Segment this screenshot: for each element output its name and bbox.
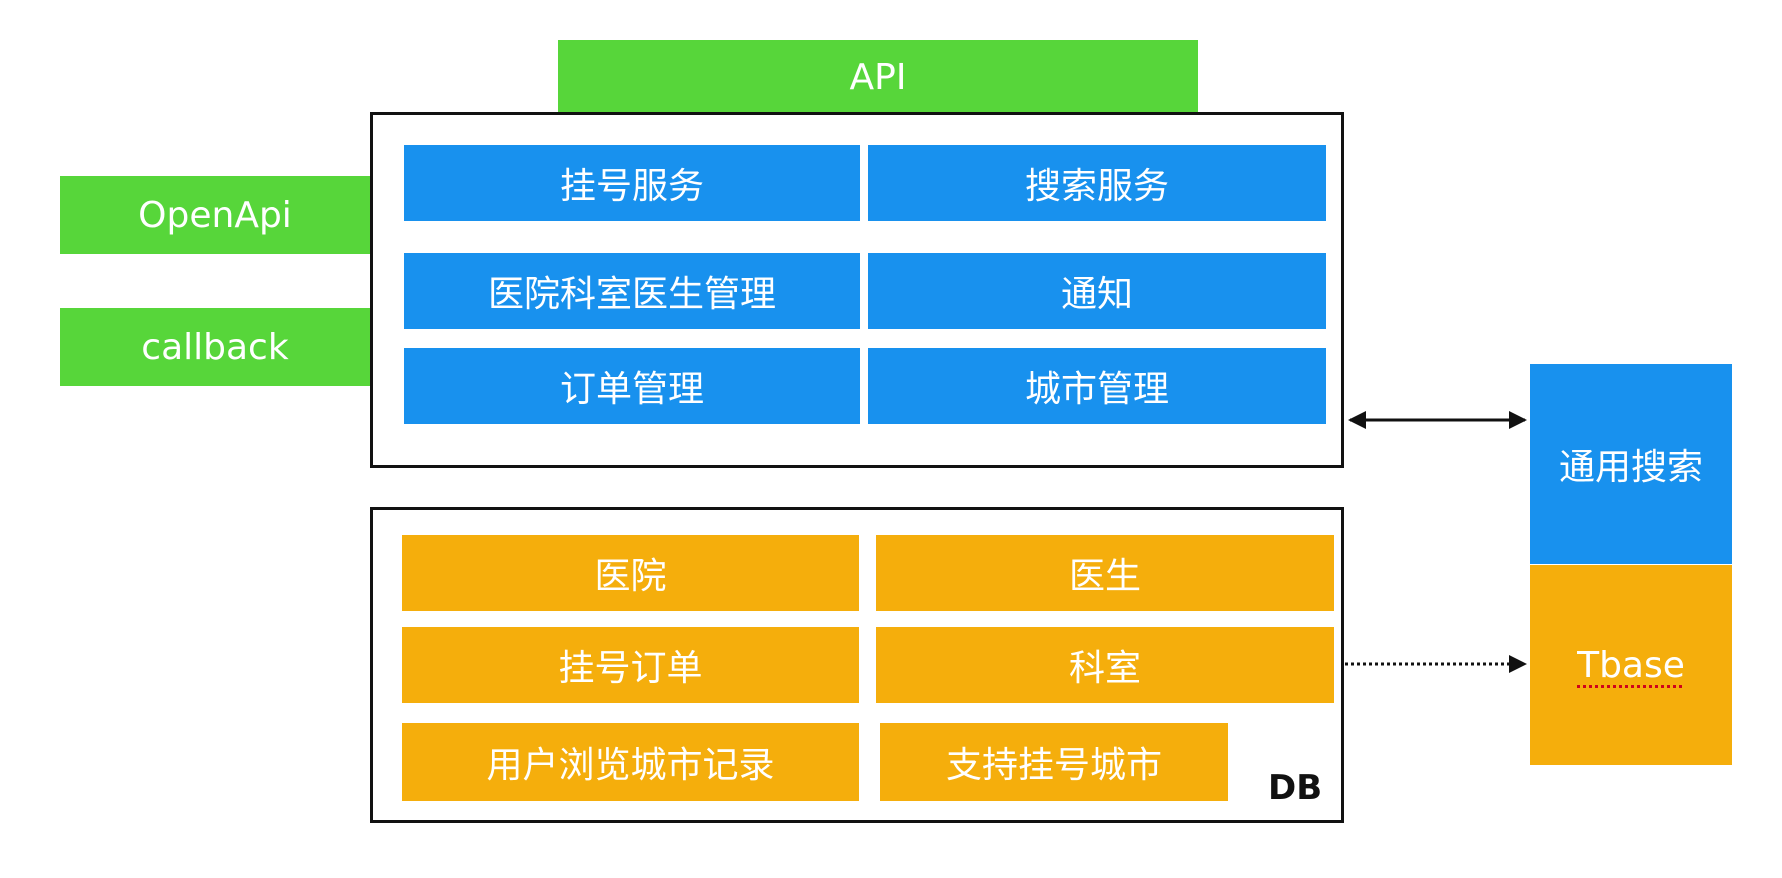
general-search-label: 通用搜索 (1558, 447, 1703, 488)
order-management-label: 订单管理 (559, 369, 704, 410)
browse-city-record-table-label: 用户浏览城市记录 (486, 745, 775, 786)
city-management-box: 城市管理 (868, 348, 1326, 424)
api-label: API (849, 56, 907, 98)
api-banner: API (558, 40, 1198, 114)
notify-label: 通知 (1060, 274, 1133, 315)
callback-box: callback (60, 308, 370, 386)
services-frame (370, 112, 1344, 468)
order-management-box: 订单管理 (404, 348, 860, 424)
registration-order-table-box: 挂号订单 (402, 627, 859, 703)
browse-city-record-table-box: 用户浏览城市记录 (402, 723, 859, 801)
tbase-box: Tbase (1530, 565, 1732, 765)
hospital-table-box: 医院 (402, 535, 859, 611)
callback-label: callback (141, 326, 289, 368)
supported-cities-table-label: 支持挂号城市 (945, 745, 1162, 786)
db-frame (370, 507, 1344, 823)
department-table-label: 科室 (1068, 648, 1141, 689)
doctor-table-box: 医生 (876, 535, 1334, 611)
hospital-table-label: 医院 (594, 556, 667, 597)
doctor-table-label: 医生 (1068, 556, 1141, 597)
registration-service-label: 挂号服务 (559, 166, 704, 207)
search-service-label: 搜索服务 (1024, 166, 1169, 207)
registration-order-table-label: 挂号订单 (558, 648, 703, 689)
search-service-box: 搜索服务 (868, 145, 1326, 221)
hospital-dept-doctor-management-label: 医院科室医生管理 (487, 274, 776, 315)
db-label: DB (1268, 768, 1323, 808)
department-table-box: 科室 (876, 627, 1334, 703)
openapi-label: OpenApi (138, 194, 292, 236)
notify-box: 通知 (868, 253, 1326, 329)
tbase-label: Tbase (1577, 644, 1685, 686)
supported-cities-table-box: 支持挂号城市 (880, 723, 1228, 801)
registration-service-box: 挂号服务 (404, 145, 860, 221)
openapi-box: OpenApi (60, 176, 370, 254)
general-search-box: 通用搜索 (1530, 364, 1732, 564)
city-management-label: 城市管理 (1024, 369, 1169, 410)
hospital-dept-doctor-management-box: 医院科室医生管理 (404, 253, 860, 329)
